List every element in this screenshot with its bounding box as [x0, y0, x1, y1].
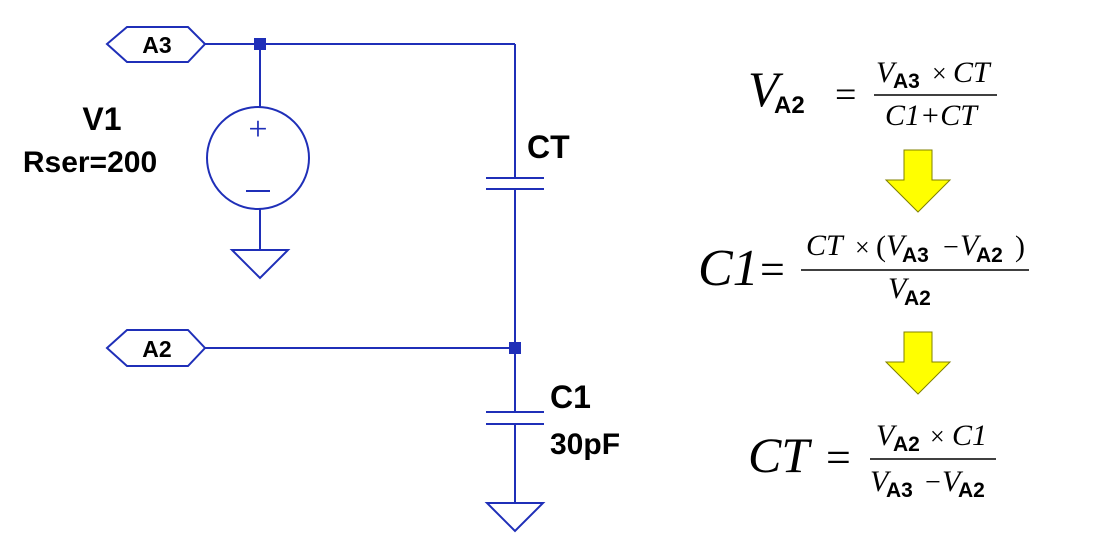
- equation-ct: CT = V A2 × C1 V A3 − V A2: [748, 419, 996, 502]
- eq2-equals: =: [760, 245, 785, 294]
- eq1-num-v: V: [876, 56, 898, 89]
- eq1-lhs-sub: A2: [774, 92, 805, 119]
- source-plus-sign: +: [248, 111, 267, 148]
- eq3-den-sub2: A2: [958, 479, 985, 502]
- eq3-num-times: ×: [930, 422, 945, 451]
- ground-symbol-source: [229, 249, 291, 280]
- junction-a2: [509, 342, 521, 354]
- capacitor-ct-label: CT: [527, 129, 570, 165]
- eq3-den-sub1: A3: [886, 479, 913, 502]
- port-a2-label: A2: [142, 336, 171, 362]
- source-param: Rser=200: [23, 146, 157, 179]
- arrow-down-1: [884, 149, 952, 213]
- eq3-num-c1: C1: [952, 419, 987, 452]
- wires: [204, 43, 516, 503]
- eq1-num-ct: CT: [953, 56, 992, 89]
- source-name: V1: [82, 101, 121, 137]
- eq2-num-open: (: [876, 230, 886, 263]
- capacitor-ct: [486, 177, 544, 190]
- eq3-lhs: CT: [748, 427, 812, 483]
- capacitor-c1-value: 30pF: [550, 428, 620, 461]
- eq3-equals: =: [826, 433, 851, 482]
- equation-c1: C1 = CT × ( V A3 − V A2 ) V A2: [698, 229, 1029, 310]
- port-a3-label: A3: [142, 32, 171, 58]
- voltage-source-v1: +: [206, 106, 310, 210]
- equation-va2: V A2 = V A3 × CT C1+CT: [748, 56, 997, 132]
- ground-symbol-c1: [484, 502, 546, 533]
- eq2-lhs: C1: [698, 240, 759, 297]
- eq2-den-sub: A2: [904, 287, 931, 310]
- eq2-den-v: V: [888, 272, 910, 305]
- port-a2: A2: [105, 329, 207, 367]
- eq3-den-v1: V: [870, 465, 892, 498]
- eq2-num-v1: V: [886, 229, 908, 262]
- eq2-num-v2: V: [960, 229, 982, 262]
- port-a3: A3: [105, 26, 207, 63]
- eq1-num-sub: A3: [893, 70, 920, 93]
- eq1-den: C1+CT: [885, 99, 979, 132]
- eq2-num-close: ): [1015, 230, 1025, 263]
- eq2-num-ct: CT: [806, 229, 845, 262]
- capacitor-c1-label: C1: [550, 379, 591, 415]
- eq2-num-sub2: A2: [976, 244, 1003, 267]
- eq3-num-v: V: [876, 419, 898, 452]
- eq2-num-minus: −: [943, 232, 959, 263]
- capacitor-c1: [486, 411, 544, 425]
- eq3-den-v2: V: [942, 465, 964, 498]
- eq1-equals: =: [835, 74, 856, 116]
- arrow-down-2: [884, 331, 952, 395]
- eq1-lhs-v: V: [748, 61, 784, 117]
- junction-a3: [254, 38, 266, 50]
- eq2-num-times: ×: [855, 233, 870, 262]
- eq3-den-minus: −: [925, 467, 941, 498]
- eq3-num-sub: A2: [893, 433, 920, 456]
- eq1-num-times: ×: [932, 59, 947, 88]
- eq2-num-sub1: A3: [902, 244, 929, 267]
